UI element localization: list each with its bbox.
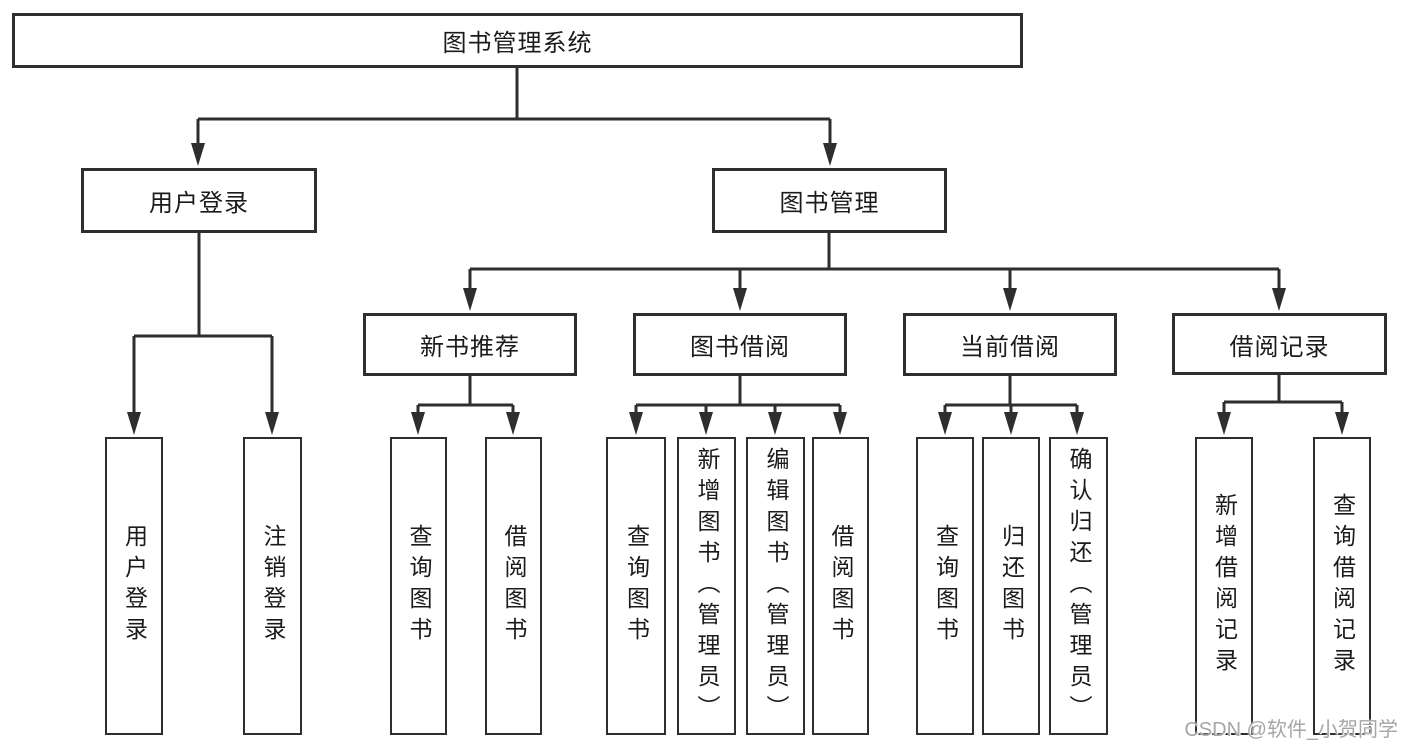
leaf-confirm-return-admin: 确认归还（管理员） xyxy=(1049,437,1108,735)
leaf-query-books-1-label: 查询图书 xyxy=(406,524,432,648)
leaf-query-borrow-record: 查询借阅记录 xyxy=(1313,437,1371,735)
leaf-edit-book-admin: 编辑图书（管理员） xyxy=(746,437,805,735)
node-current-borrow: 当前借阅 xyxy=(903,313,1117,376)
leaf-return-books: 归还图书 xyxy=(982,437,1040,735)
leaf-add-book-admin-label: 新增图书（管理员） xyxy=(694,446,720,726)
leaf-add-borrow-record: 新增借阅记录 xyxy=(1195,437,1253,735)
leaf-confirm-return-admin-label: 确认归还（管理员） xyxy=(1066,446,1092,726)
node-new-book-recommend: 新书推荐 xyxy=(363,313,577,376)
connector-root-to-level2 xyxy=(196,68,832,144)
leaf-query-books-3: 查询图书 xyxy=(916,437,974,735)
leaf-query-books-3-label: 查询图书 xyxy=(932,524,959,648)
node-book-management: 图书管理 xyxy=(712,168,947,233)
connector-borrow-records-to-leaves xyxy=(1222,375,1344,412)
leaf-borrow-books-2-label: 借阅图书 xyxy=(828,524,854,648)
leaf-logout-label: 注销登录 xyxy=(260,524,286,648)
leaf-query-borrow-record-label: 查询借阅记录 xyxy=(1329,493,1356,679)
leaf-query-books-2-label: 查询图书 xyxy=(623,524,650,648)
leaf-return-books-label: 归还图书 xyxy=(998,524,1025,648)
arrowheads xyxy=(127,143,1349,435)
connector-current-borrow-to-leaves xyxy=(943,376,1079,412)
connector-book-borrow-to-leaves xyxy=(634,376,842,412)
leaf-borrow-books-2: 借阅图书 xyxy=(812,437,869,735)
connector-strokes xyxy=(132,68,1344,412)
leaf-add-book-admin: 新增图书（管理员） xyxy=(677,437,736,735)
watermark: CSDN @软件_小贺同学 xyxy=(1184,719,1398,741)
leaf-query-books-2: 查询图书 xyxy=(606,437,666,735)
node-book-borrow: 图书借阅 xyxy=(633,313,847,376)
connector-new-book-to-leaves xyxy=(416,376,515,412)
node-root: 图书管理系统 xyxy=(12,13,1023,68)
node-borrow-records: 借阅记录 xyxy=(1172,313,1387,375)
connector-book-mgmt-to-level3 xyxy=(468,233,1281,288)
connector-user-login-to-leaves xyxy=(132,233,274,412)
node-user-login: 用户登录 xyxy=(81,168,317,233)
leaf-add-borrow-record-label: 新增借阅记录 xyxy=(1211,493,1238,679)
leaf-borrow-books-1-label: 借阅图书 xyxy=(501,524,527,648)
leaf-user-login: 用户登录 xyxy=(105,437,163,735)
leaf-user-login-label: 用户登录 xyxy=(121,524,148,648)
leaf-query-books-1: 查询图书 xyxy=(390,437,447,735)
leaf-logout: 注销登录 xyxy=(243,437,302,735)
leaf-borrow-books-1: 借阅图书 xyxy=(485,437,542,735)
leaf-edit-book-admin-label: 编辑图书（管理员） xyxy=(763,446,789,726)
